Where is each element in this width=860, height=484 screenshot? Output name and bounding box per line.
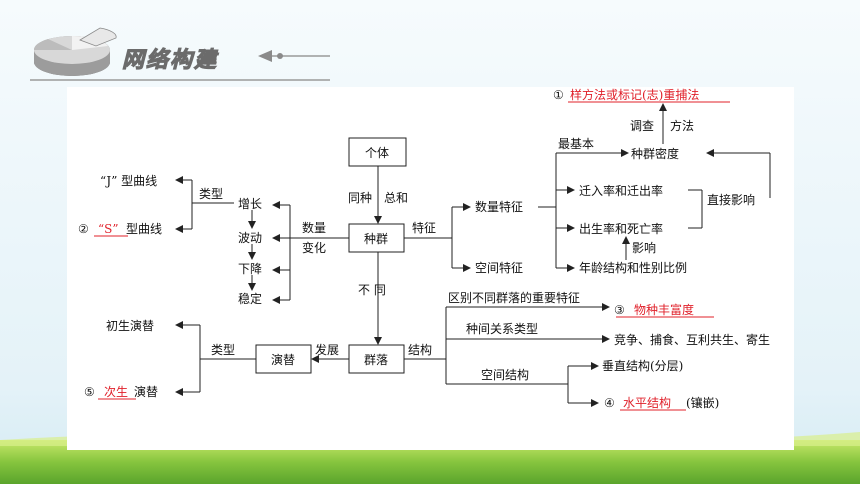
influence-label: 影响 [632, 240, 656, 255]
richness-number: ③ [614, 303, 625, 317]
spatial-structure-label: 空间结构 [481, 367, 529, 382]
age-sex-label: 年龄结构和性别比例 [579, 260, 687, 275]
richness-answer: 物种丰富度 [634, 302, 694, 317]
type-label-bottom: 类型 [211, 343, 235, 357]
develop-label: 发展 [315, 342, 339, 357]
interspecific-label: 竞争、捕食、互利共生、寄生 [614, 332, 770, 347]
birth-death-label: 出生率和死亡率 [579, 221, 663, 236]
secondary-suffix: 演替 [134, 384, 158, 399]
content-panel [67, 87, 794, 450]
population-label: 种群 [364, 232, 388, 246]
s-curve-number: ② [78, 222, 89, 236]
growth-increase: 增长 [238, 197, 262, 211]
growth-stable: 稳定 [238, 291, 262, 306]
section-title: 网络构建 [121, 48, 219, 74]
investigate-label: 调查 [630, 119, 654, 133]
important-feature-label: 区别不同群落的重要特征 [448, 290, 580, 305]
s-curve-suffix: 型曲线 [126, 222, 162, 236]
most-basic-label: 最基本 [558, 137, 594, 151]
density-label: 种群密度 [631, 146, 679, 161]
sum-label: 总和 [384, 191, 408, 205]
secondary-answer: 次生 [104, 385, 128, 399]
interspecific-types-label: 种间关系类型 [466, 322, 538, 336]
structure-label: 结构 [408, 342, 432, 357]
community-label: 群落 [364, 353, 388, 367]
direct-influence-label: 直接影响 [707, 192, 755, 207]
horizontal-suffix: (镶嵌) [686, 395, 719, 410]
primary-label: 初生演替 [106, 318, 154, 333]
horizontal-number: ④ [604, 396, 615, 410]
quantitative-features-label: 数量特征 [475, 199, 523, 214]
spatial-features-label: 空间特征 [475, 260, 523, 275]
type-label-top: 类型 [199, 187, 223, 201]
growth-decline: 下降 [238, 262, 262, 276]
method-number: ① [553, 88, 564, 102]
individual-label: 个体 [365, 146, 389, 160]
vertical-label: 垂直结构(分层) [602, 358, 683, 373]
pie-chart-icon [33, 27, 117, 76]
change-label: 变化 [302, 240, 326, 255]
feature-label: 特征 [412, 220, 436, 235]
j-curve-label: “J” 型曲线 [100, 174, 157, 188]
method-label: 方法 [670, 118, 694, 133]
growth-fluctuate: 波动 [238, 231, 262, 245]
method-answer: 样方法或标记(志)重捕法 [570, 87, 699, 102]
same-species-label: 同种 [348, 191, 372, 205]
secondary-number: ⑤ [84, 385, 95, 399]
decorative-arrow-icon [258, 50, 330, 62]
s-curve-answer: “S” [98, 222, 119, 236]
different-label: 不 同 [358, 283, 386, 297]
quantity-label: 数量 [302, 220, 326, 235]
succession-label: 演替 [271, 352, 295, 367]
immigration-label: 迁入率和迁出率 [579, 183, 663, 198]
horizontal-answer: 水平结构 [623, 395, 671, 410]
